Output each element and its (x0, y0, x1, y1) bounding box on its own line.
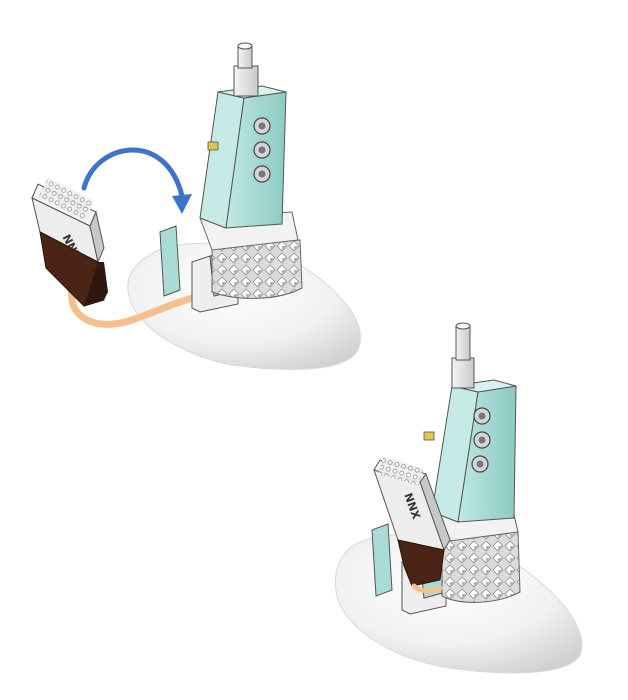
assembly-after: NNX (334, 322, 583, 674)
shaft (233, 42, 259, 97)
main-body (423, 379, 517, 523)
assembly-before: NNX (31, 42, 361, 370)
connector-loose: NNX (31, 177, 108, 307)
shaft (451, 322, 475, 389)
screw-icon (471, 407, 491, 473)
main-body (199, 85, 287, 229)
connector-inserted: NNX (373, 456, 451, 594)
curved-arrow-icon (81, 147, 192, 214)
cable (68, 286, 204, 328)
screw-icon (253, 117, 271, 183)
